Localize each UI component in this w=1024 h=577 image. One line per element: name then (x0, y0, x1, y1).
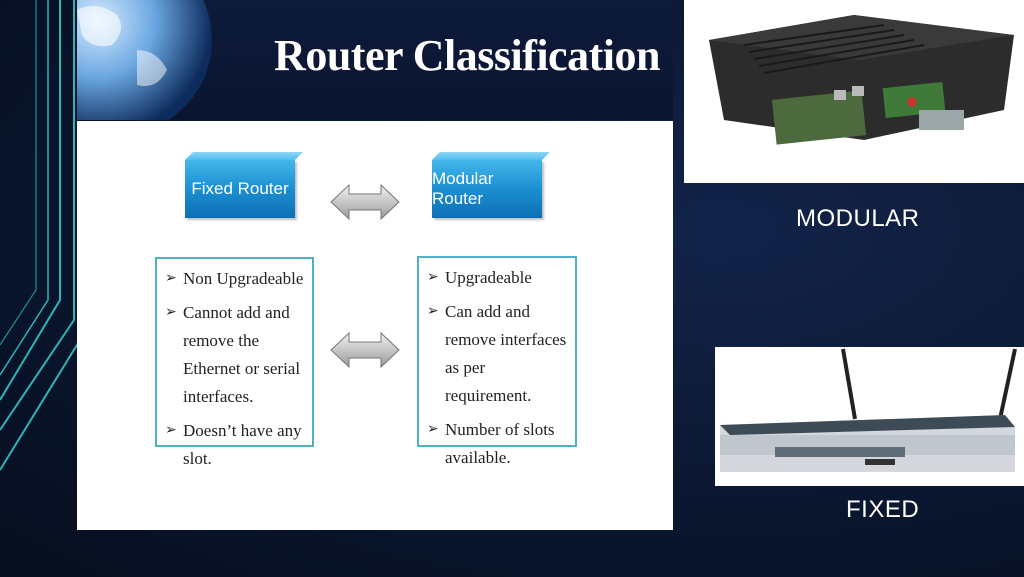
globe-image (77, 0, 212, 120)
list-item: Cannot add and remove the Ethernet or se… (165, 299, 306, 411)
list-item: Number of slots available. (427, 416, 569, 472)
fixed-router-features: Non Upgradeable Cannot add and remove th… (155, 257, 314, 468)
modular-router-icon (684, 0, 1024, 183)
modular-router-photo (684, 0, 1024, 183)
double-arrow-icon (330, 331, 400, 369)
modular-router-label: Modular Router (432, 160, 542, 218)
fixed-router-icon (715, 347, 1024, 486)
page-title: Router Classification (274, 31, 660, 80)
modular-router-label-text: Modular Router (432, 169, 494, 208)
fixed-router-label-text: Fixed Router (191, 179, 289, 198)
diagram-slide: Fixed Router Modular Router Non Upgradea… (77, 121, 673, 530)
fixed-router-photo (715, 347, 1024, 486)
decorative-lines (0, 0, 80, 471)
list-item: Can add and remove interfaces as per req… (427, 298, 569, 410)
fixed-caption: FIXED (846, 496, 920, 523)
fixed-router-label: Fixed Router (185, 160, 295, 218)
double-arrow-icon (330, 183, 400, 221)
list-item: Doesn’t have any slot. (165, 417, 306, 473)
modular-router-features: Upgradeable Can add and remove interface… (417, 256, 577, 467)
modular-caption: MODULAR (796, 205, 920, 232)
title-banner: Router Classification (77, 0, 673, 120)
list-item: Upgradeable (427, 264, 569, 292)
list-item: Non Upgradeable (165, 265, 306, 293)
